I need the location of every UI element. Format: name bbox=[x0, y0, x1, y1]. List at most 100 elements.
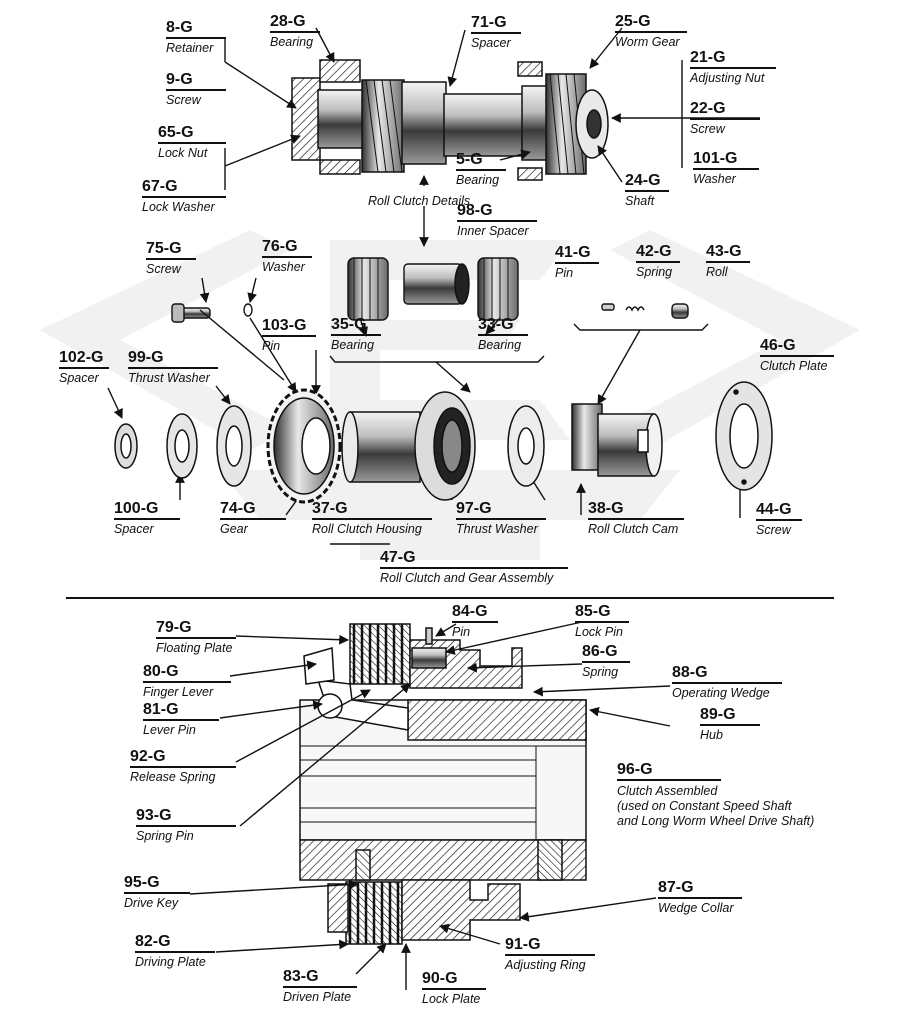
part-code: 102-G bbox=[59, 349, 104, 366]
roll-43-body bbox=[671, 303, 689, 319]
part-name: Spring Pin bbox=[136, 829, 194, 843]
part-code: 8-G bbox=[166, 19, 193, 36]
part-code: 80-G bbox=[143, 663, 179, 680]
part-code: 47-G bbox=[380, 549, 416, 566]
part-name: Adjusting Nut bbox=[690, 71, 765, 85]
part-name: Thrust Washer bbox=[128, 371, 210, 385]
roll-clutch-cam-body bbox=[571, 403, 663, 477]
bearing-5-cap-top bbox=[517, 61, 543, 77]
part-code: 103-G bbox=[262, 317, 307, 334]
callout-screw-22: 22-G Screw bbox=[690, 101, 760, 136]
part-name: Hub bbox=[700, 728, 723, 742]
part-code: 35-G bbox=[331, 316, 367, 333]
callout-spring-86: 86-G Spring bbox=[582, 644, 630, 679]
callout-pin-103: 103-G Pin bbox=[262, 318, 316, 353]
part-code: 75-G bbox=[146, 240, 182, 257]
clutch-assembled-section bbox=[299, 623, 587, 945]
part-name: Spacer bbox=[59, 371, 99, 385]
part-code: 83-G bbox=[283, 968, 319, 985]
part-code: 90-G bbox=[422, 970, 458, 987]
part-code: 24-G bbox=[625, 172, 661, 189]
callout-bearing-33: 33-G Bearing bbox=[478, 317, 528, 352]
callout-adjusting-nut: 21-G Adjusting Nut bbox=[690, 50, 776, 85]
part-name: Wedge Collar bbox=[658, 901, 734, 915]
part-name: Screw bbox=[166, 93, 201, 107]
callout-finger-lever: 80-G Finger Lever bbox=[143, 664, 231, 699]
part-code: 91-G bbox=[505, 936, 541, 953]
part-name: Bearing bbox=[270, 35, 314, 49]
callout-bearing-35: 35-G Bearing bbox=[331, 317, 381, 352]
part-code: 21-G bbox=[690, 49, 726, 66]
part-name: Pin bbox=[555, 266, 574, 280]
retainer-block bbox=[291, 77, 321, 161]
part-code: 46-G bbox=[760, 337, 796, 354]
part-name: Roll Clutch Cam bbox=[588, 522, 679, 536]
part-code: 71-G bbox=[471, 14, 507, 31]
part-name: Lock Pin bbox=[575, 625, 623, 639]
part-code: 101-G bbox=[693, 150, 738, 167]
part-code: 86-G bbox=[582, 643, 618, 660]
part-code: 42-G bbox=[636, 243, 672, 260]
roll-clutch-details-label: Roll Clutch Details bbox=[368, 194, 471, 208]
shaft-body bbox=[443, 93, 525, 157]
part-name: Spacer bbox=[114, 522, 154, 536]
part-code: 92-G bbox=[130, 748, 166, 765]
part-code: 98-G bbox=[457, 202, 493, 219]
part-code: 25-G bbox=[615, 13, 651, 30]
callout-thrust-washer-97: 97-G Thrust Washer bbox=[456, 501, 546, 536]
part-name: Inner Spacer bbox=[457, 224, 529, 238]
lever-pin-circle bbox=[317, 693, 343, 719]
callout-drive-key: 95-G Drive Key bbox=[124, 875, 190, 910]
callout-thrust-washer-99: 99-G Thrust Washer bbox=[128, 350, 218, 385]
part-name: Lock Washer bbox=[142, 200, 215, 214]
spacer-71-sleeve bbox=[401, 81, 447, 165]
part-name: Drive Key bbox=[124, 896, 179, 910]
callout-lock-washer: 67-G Lock Washer bbox=[142, 179, 226, 214]
part-code: 65-G bbox=[158, 124, 194, 141]
roll-clutch-details bbox=[171, 257, 689, 323]
part-name: Shaft bbox=[625, 194, 655, 208]
part-name: Floating Plate bbox=[156, 641, 233, 655]
part-code: 79-G bbox=[156, 619, 192, 636]
callout-floating-plate: 79-G Floating Plate bbox=[156, 620, 236, 655]
part-name: Roll Clutch Housing bbox=[312, 522, 422, 536]
helical-gear-left bbox=[361, 79, 405, 173]
callout-roll-clutch-cam: 38-G Roll Clutch Cam bbox=[588, 501, 684, 536]
part-code: 28-G bbox=[270, 13, 306, 30]
callout-wedge-collar: 87-G Wedge Collar bbox=[658, 880, 742, 915]
part-code: 76-G bbox=[262, 238, 298, 255]
part-name: Retainer bbox=[166, 41, 214, 55]
worm-shaft-assembly bbox=[291, 59, 609, 181]
part-name: Roll bbox=[706, 265, 728, 279]
callout-washer-101: 101-G Washer bbox=[693, 151, 759, 186]
part-code: 67-G bbox=[142, 178, 178, 195]
part-name: Lock Plate bbox=[422, 992, 481, 1006]
part-code: 87-G bbox=[658, 879, 694, 896]
callout-clutch-plate: 46-G Clutch Plate bbox=[760, 338, 834, 373]
inner-spacer-body bbox=[403, 263, 463, 305]
clutch-leaders bbox=[189, 621, 671, 990]
part-name: Washer bbox=[262, 260, 305, 274]
pin-41-body bbox=[601, 303, 615, 311]
part-code: 93-G bbox=[136, 807, 172, 824]
bearing-5-cap-bottom bbox=[517, 167, 543, 181]
top-plate-stack bbox=[349, 623, 411, 685]
bearing-28-cap-bottom bbox=[319, 159, 361, 175]
washer-76-ring bbox=[243, 303, 253, 317]
callout-pin-41: 41-G Pin bbox=[555, 245, 599, 280]
part-name: Clutch Plate bbox=[760, 359, 828, 373]
callout-gear-74: 74-G Gear bbox=[220, 501, 286, 536]
callout-washer-76: 76-G Washer bbox=[262, 239, 312, 274]
part-name: Lock Nut bbox=[158, 146, 208, 160]
roll-clutch-housing-body bbox=[341, 391, 476, 501]
lock-pin-body bbox=[411, 647, 447, 669]
callout-driven-plate: 83-G Driven Plate bbox=[283, 969, 357, 1004]
part-name: Spring bbox=[582, 665, 619, 679]
callout-roll: 43-G Roll bbox=[706, 244, 750, 279]
clutch-plate-body bbox=[715, 381, 773, 491]
clutch-note-line1: (used on Constant Speed Shaft bbox=[617, 799, 792, 813]
part-name: Thrust Washer bbox=[456, 522, 538, 536]
part-code: 9-G bbox=[166, 71, 193, 88]
